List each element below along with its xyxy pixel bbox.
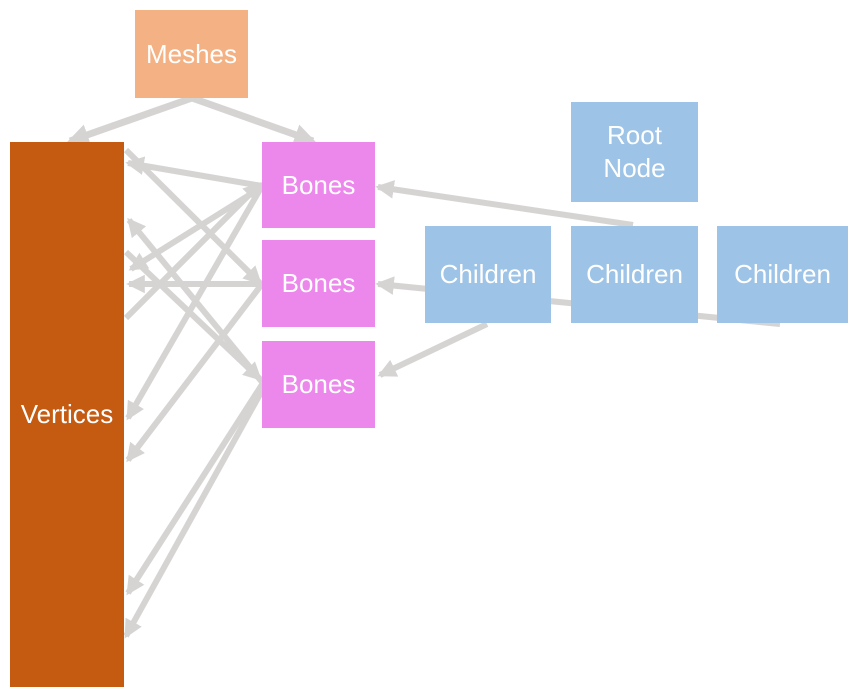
node-label: Bones [281,268,356,298]
node-label: Bones [281,169,356,200]
arrows-group [66,94,781,639]
arrow-meshes-to-bones-1 [190,94,317,146]
arrow-meshes-to-vertices [66,94,194,146]
node-label: Children [439,259,537,289]
node-children-2: Children [571,226,698,323]
node-label: Bones [281,369,356,399]
node-label: Children [586,259,683,289]
arrow-children-2-to-bones-1 [375,180,634,228]
node-bones-2: Bones [262,240,375,327]
node-label: Vertices [20,399,114,429]
node-bones-3: Bones [262,341,375,428]
node-bones-1: Bones [262,142,375,228]
node-root-node: Root Node [571,102,698,202]
node-children-3: Children [717,226,848,323]
arrow-bones-2-to-vertices-2 [125,282,265,463]
node-children-1: Children [425,226,551,323]
node-meshes: Meshes [135,10,248,98]
arrow-bones-3-to-vertices-2 [125,381,266,596]
node-vertices: Vertices [10,142,124,687]
arrow-bones-3-to-vertices-1 [126,217,265,384]
node-label: Root Node [603,120,666,183]
node-label: Meshes [145,38,238,69]
arrow-bones-3-to-vertices-3 [123,385,267,639]
arrow-vertices-to-bones-3 [123,249,263,382]
arrow-bones-1-to-vertices-1 [125,156,263,189]
arrow-vertices-to-bones-2 [123,147,263,286]
node-label: Children [734,259,831,289]
arrow-children-1-to-bones-3 [377,321,489,378]
arrow-vertices-to-bones-1 [123,181,263,321]
